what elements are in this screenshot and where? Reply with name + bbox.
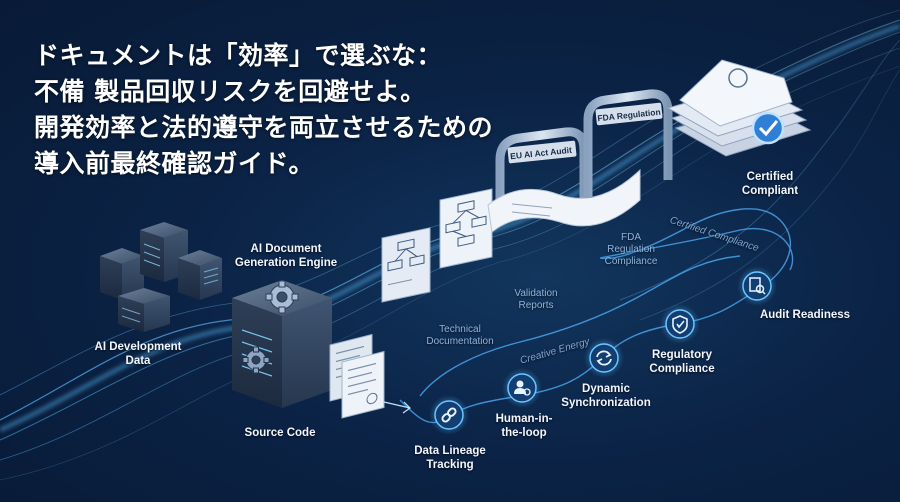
link-icon — [441, 407, 457, 423]
node-data-lineage — [429, 395, 469, 435]
ai-engine-cube — [232, 280, 332, 408]
node-human-in-the-loop — [502, 368, 542, 408]
headline-line-2: 不備 製品回収リスクを回避せよ。 — [34, 77, 426, 106]
document-search-icon — [749, 277, 766, 295]
certified-document-stack — [666, 59, 812, 157]
check-badge-icon — [751, 111, 785, 145]
eu-ai-act-gate — [495, 127, 589, 225]
label-fda-compliance: FDA Regulation Compliance — [604, 232, 658, 267]
source-code-pages — [329, 333, 385, 419]
label-audit-readiness: Audit Readiness — [759, 309, 851, 321]
gear-icon — [242, 346, 270, 374]
node-dynamic-sync — [584, 338, 624, 378]
label-regulatory-compliance: Regulatory Compliance — [649, 349, 715, 375]
label-data-lineage: Data Lineage Tracking — [414, 445, 486, 471]
headline-line-4: 導入前最終確認ガイド。 — [34, 149, 315, 178]
shield-check-icon — [672, 315, 688, 334]
label-technical-documentation: Technical Documentation — [426, 324, 494, 347]
label-human-in-the-loop: Human-in- the-loop — [495, 413, 553, 439]
label-source-code: Source Code — [244, 427, 316, 439]
label-certified-compliant: Certified Compliant — [741, 171, 799, 197]
headline-line-1: ドキュメントは「効率」で選ぶな： — [34, 41, 443, 70]
flowing-document — [487, 168, 641, 233]
process-nodes — [429, 266, 777, 435]
node-audit-readiness — [737, 266, 777, 306]
fda-regulation-gate — [583, 89, 673, 198]
label-validation-reports: Validation Reports — [514, 288, 558, 311]
flowchart-document — [381, 227, 431, 303]
arrow-icon — [383, 401, 411, 414]
node-regulatory-compliance — [660, 304, 700, 344]
gear-icon — [265, 280, 299, 314]
label-ai-engine: AI Document Generation Engine — [234, 243, 338, 269]
server-stack-icons — [100, 222, 222, 332]
sync-arrows-icon — [596, 350, 612, 366]
person-gear-icon — [514, 380, 531, 396]
headline-line-3: 開発効率と法的遵守を両立させるための — [34, 113, 494, 142]
flowchart-document — [439, 188, 493, 269]
label-ai-development-data: AI Development Data — [94, 341, 182, 367]
headline: ドキュメントは「効率」で選ぶな： 不備 製品回収リスクを回避せよ。 開発効率と法… — [34, 38, 554, 182]
label-dynamic-sync: Dynamic Synchronization — [561, 383, 651, 409]
